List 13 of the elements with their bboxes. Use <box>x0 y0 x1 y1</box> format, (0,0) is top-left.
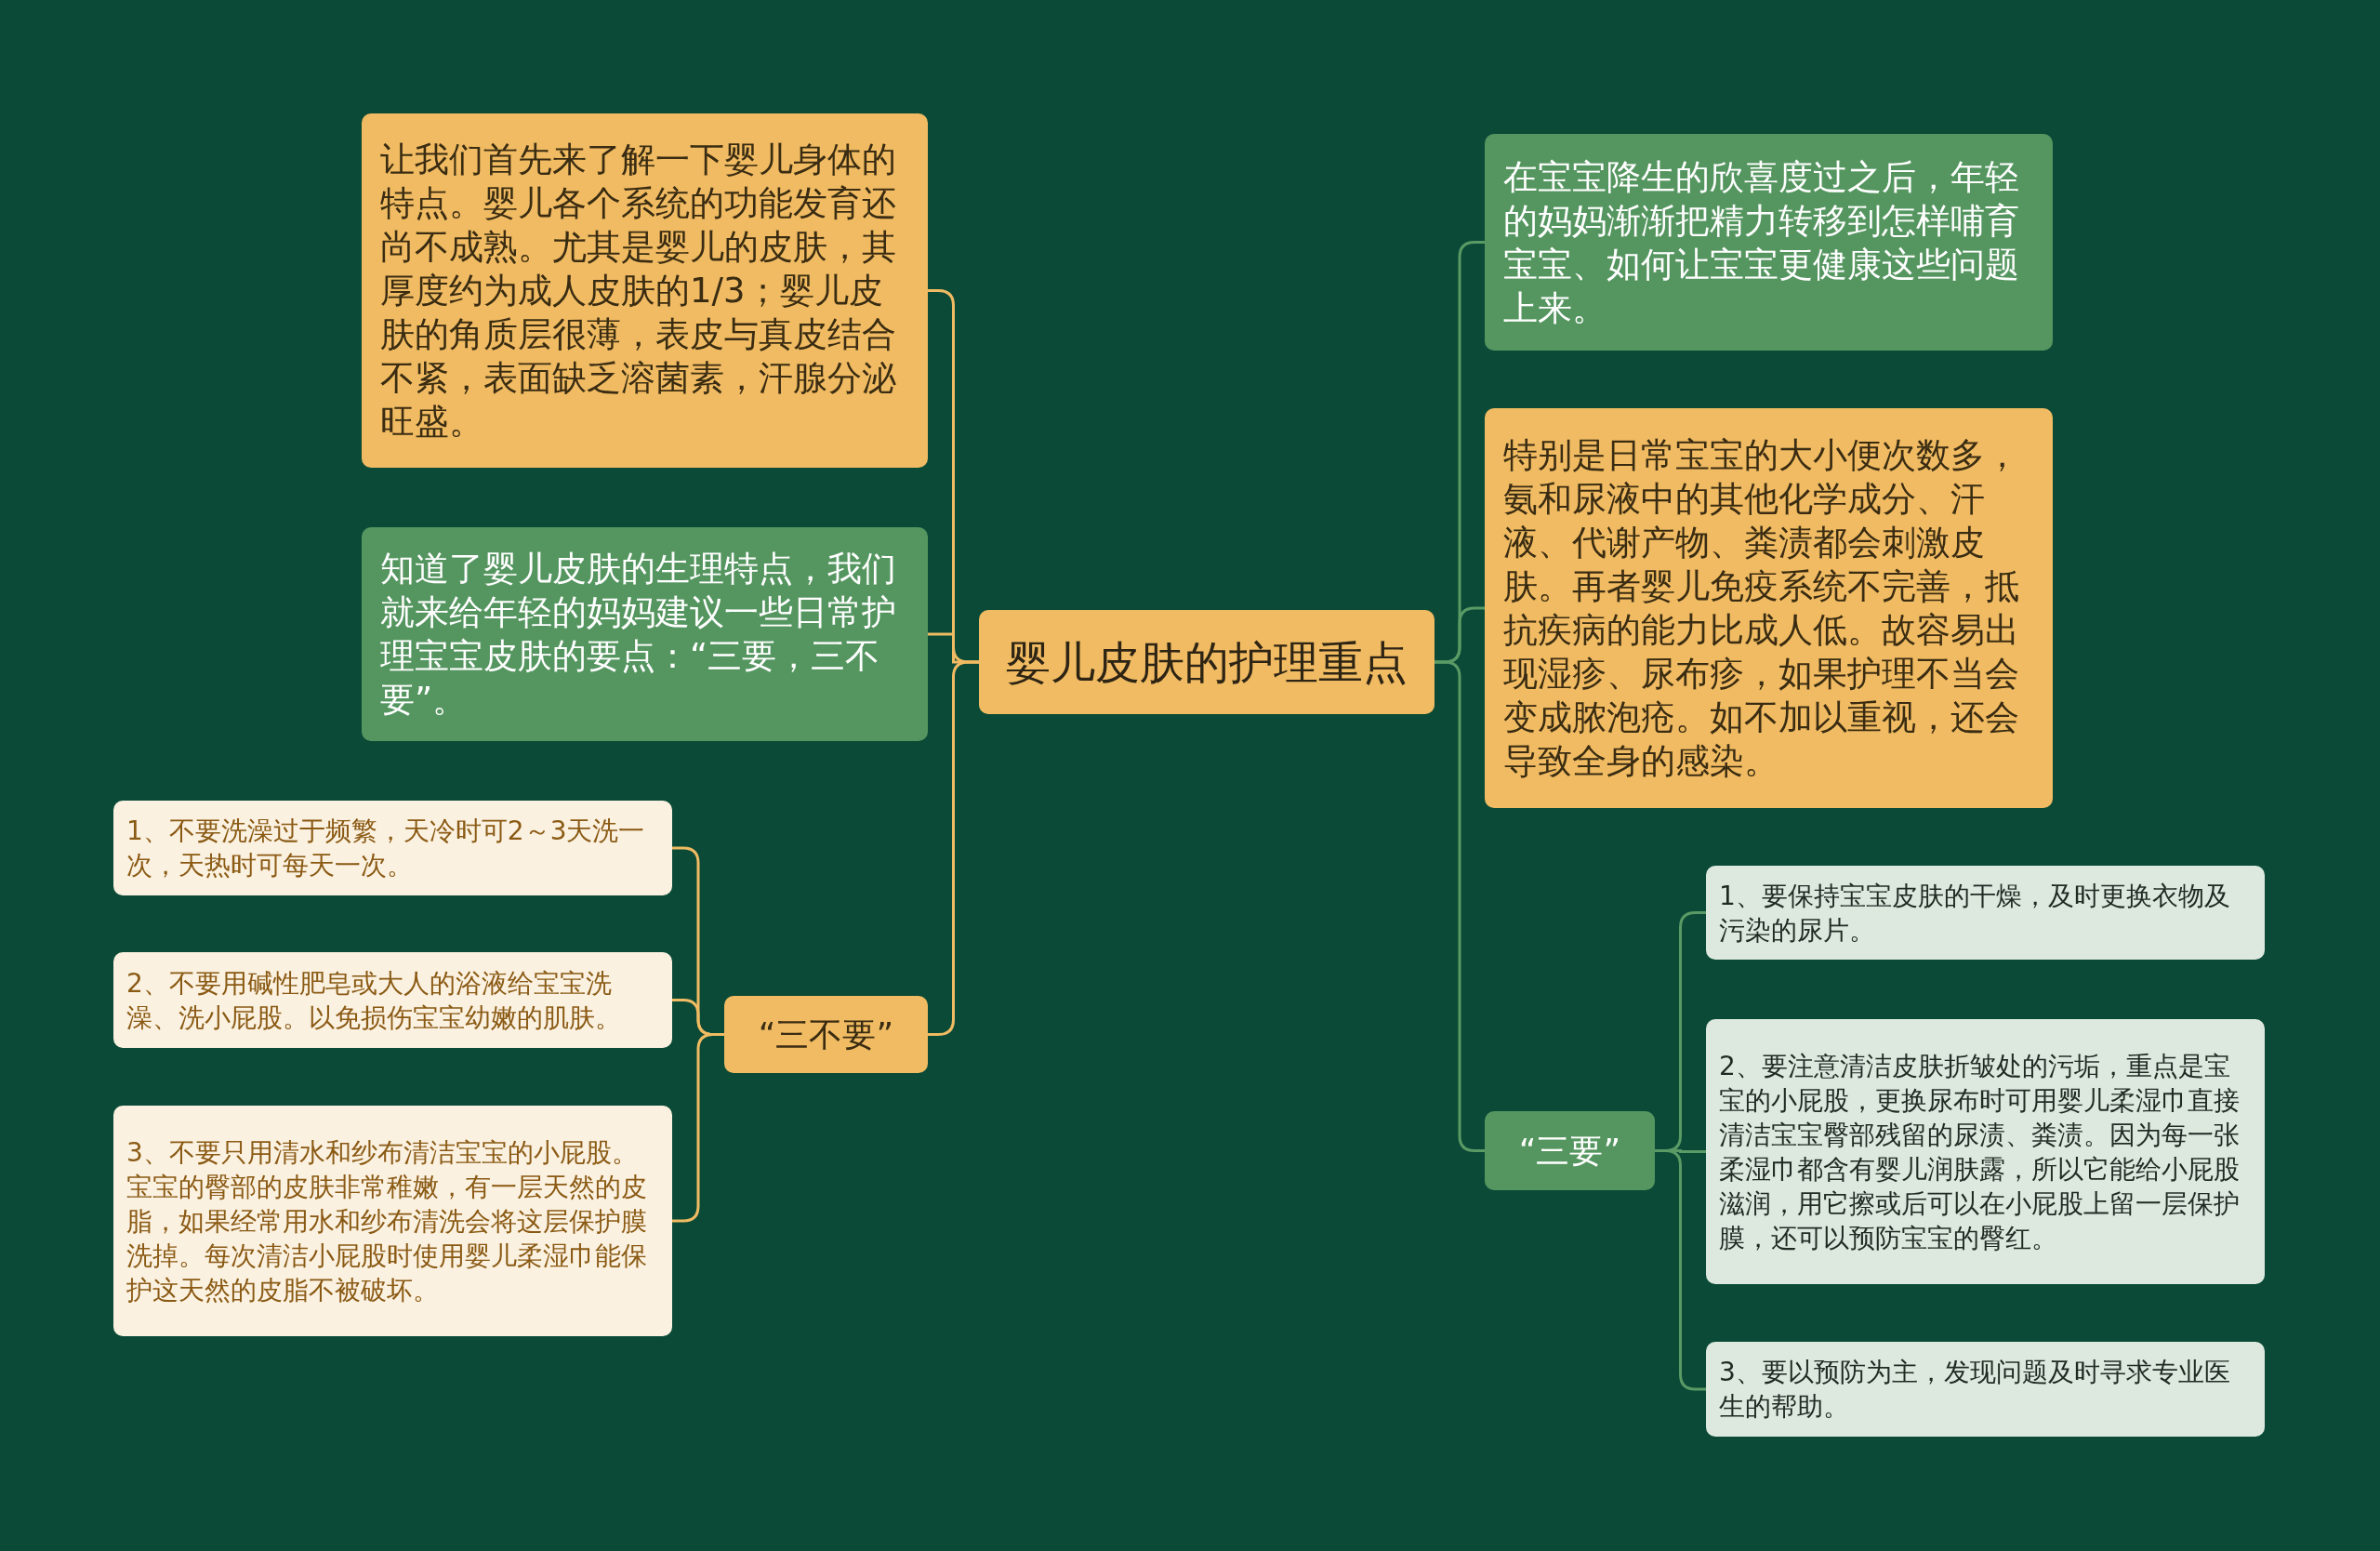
topic-box: 知道了婴儿皮肤的生理特点，我们就来给年轻的妈妈建议一些日常护理宝宝皮肤的要点：“三要，三不要”。 <box>362 527 928 741</box>
leaf-box: 3、要以预防为主，发现问题及时寻求专业医生的帮助。 <box>1706 1342 2265 1437</box>
branch-box: “三不要” <box>724 996 928 1073</box>
leaf-box: 2、要注意清洁皮肤折皱处的污垢，重点是宝宝的小屁股，更换尿布时可用婴儿柔湿巾直接清洁宝宝臀部残留的尿渍、粪渍。因为每一张柔湿巾都含有婴儿润肤露，所以它能给小屁股滋润，用它擦或后可以在小屁股上留一层保护膜，还可以预防宝宝的臀红。 <box>1706 1019 2265 1284</box>
branch-box: “三要” <box>1485 1111 1655 1190</box>
leaf-box: 1、要保持宝宝皮肤的干燥，及时更换衣物及污染的尿片。 <box>1706 866 2265 960</box>
topic-box: 让我们首先来了解一下婴儿身体的特点。婴儿各个系统的功能发育还尚不成熟。尤其是婴儿的皮肤，其厚度约为成人皮肤的1/3；婴儿皮肤的角质层很薄，表皮与真皮结合不紧，表面缺乏溶菌素，汗腺分泌旺盛。 <box>362 113 928 468</box>
topic-box: 特别是日常宝宝的大小便次数多，氨和尿液中的其他化学成分、汗液、代谢产物、粪渍都会刺激皮肤。再者婴儿免疫系统不完善，抵抗疾病的能力比成人低。故容易出现湿疹、尿布疹，如果护理不当会变成脓泡疮。如不加以重视，还会导致全身的感染。 <box>1485 408 2053 808</box>
leaf-box: 1、不要洗澡过于频繁，天冷时可2～3天洗一次，天热时可每天一次。 <box>113 801 672 895</box>
topic-box: 在宝宝降生的欣喜度过之后，年轻的妈妈渐渐把精力转移到怎样哺育宝宝、如何让宝宝更健康这些问题上来。 <box>1485 134 2053 351</box>
central-topic-box: 婴儿皮肤的护理重点 <box>979 610 1435 714</box>
leaf-box: 3、不要只用清水和纱布清洁宝宝的小屁股。宝宝的臀部的皮肤非常稚嫩，有一层天然的皮脂，如果经常用水和纱布清洗会将这层保护膜洗掉。每次清洁小屁股时使用婴儿柔湿巾能保护这天然的皮脂不被破坏。 <box>113 1106 672 1336</box>
leaf-box: 2、不要用碱性肥皂或大人的浴液给宝宝洗澡、洗小屁股。以免损伤宝宝幼嫩的肌肤。 <box>113 952 672 1048</box>
